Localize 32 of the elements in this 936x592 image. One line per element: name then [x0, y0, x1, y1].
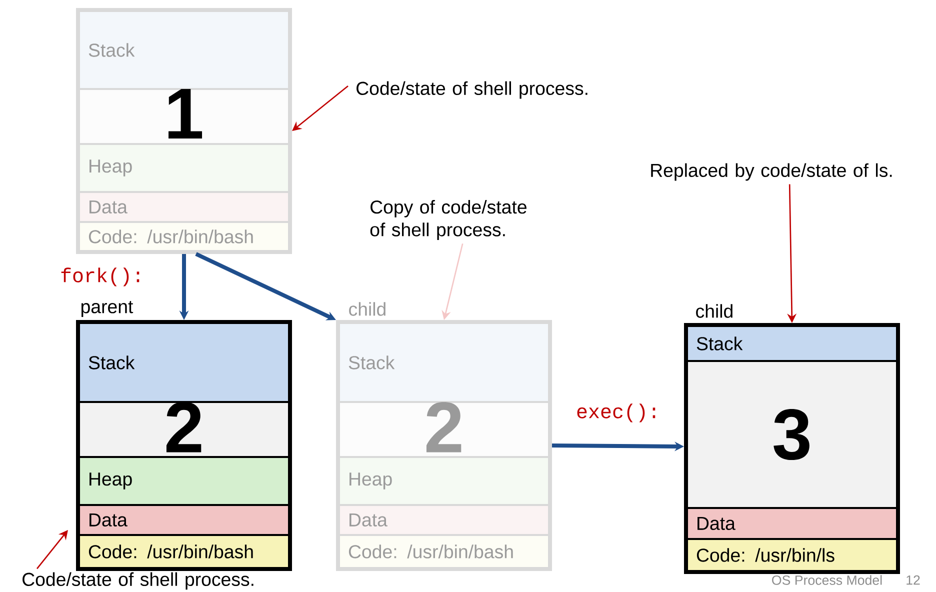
memory-segment: Data [686, 507, 898, 540]
callout-text: Code/state of shell process. [356, 81, 588, 99]
memory-segment: Code: /usr/bin/bash [338, 534, 550, 569]
memory-segment: Heap [338, 456, 550, 506]
memory-segment: Code: /usr/bin/ls [686, 538, 898, 572]
memory-segment: Data [78, 504, 290, 536]
memory-segment: Heap [78, 456, 290, 506]
memory-segment: Stack [338, 322, 550, 403]
memory-segment: Heap [78, 143, 290, 193]
process-label: parent [82, 301, 134, 317]
memory-segment: Stack [78, 10, 290, 90]
memory-segment: Data [78, 191, 290, 223]
memory-segment: Stack [686, 325, 898, 362]
callout-text: Code/state of shell process. [22, 572, 254, 590]
memory-segment: Stack [78, 322, 290, 403]
memory-block [684, 323, 900, 574]
callout-text: Replaced by code/state of ls. [651, 163, 892, 181]
memory-block [336, 320, 552, 571]
process-label: child [696, 304, 732, 318]
memory-segment: Data [338, 504, 550, 536]
leader-line [36, 530, 68, 570]
memory-block [76, 8, 292, 254]
process-label: child [349, 302, 386, 316]
edge-label: exec(): [577, 404, 656, 422]
memory-segment: Code: /usr/bin/bash [78, 221, 290, 252]
memory-segment: Code: /usr/bin/bash [78, 534, 290, 569]
page-number: 12 [906, 575, 920, 585]
callout-text: Copy of code/state of shell process. [370, 200, 526, 240]
memory-segment: 3 [686, 360, 898, 509]
footer-text: OS Process Model [772, 575, 882, 585]
edge-label: fork(): [61, 268, 140, 286]
memory-block [76, 320, 292, 571]
